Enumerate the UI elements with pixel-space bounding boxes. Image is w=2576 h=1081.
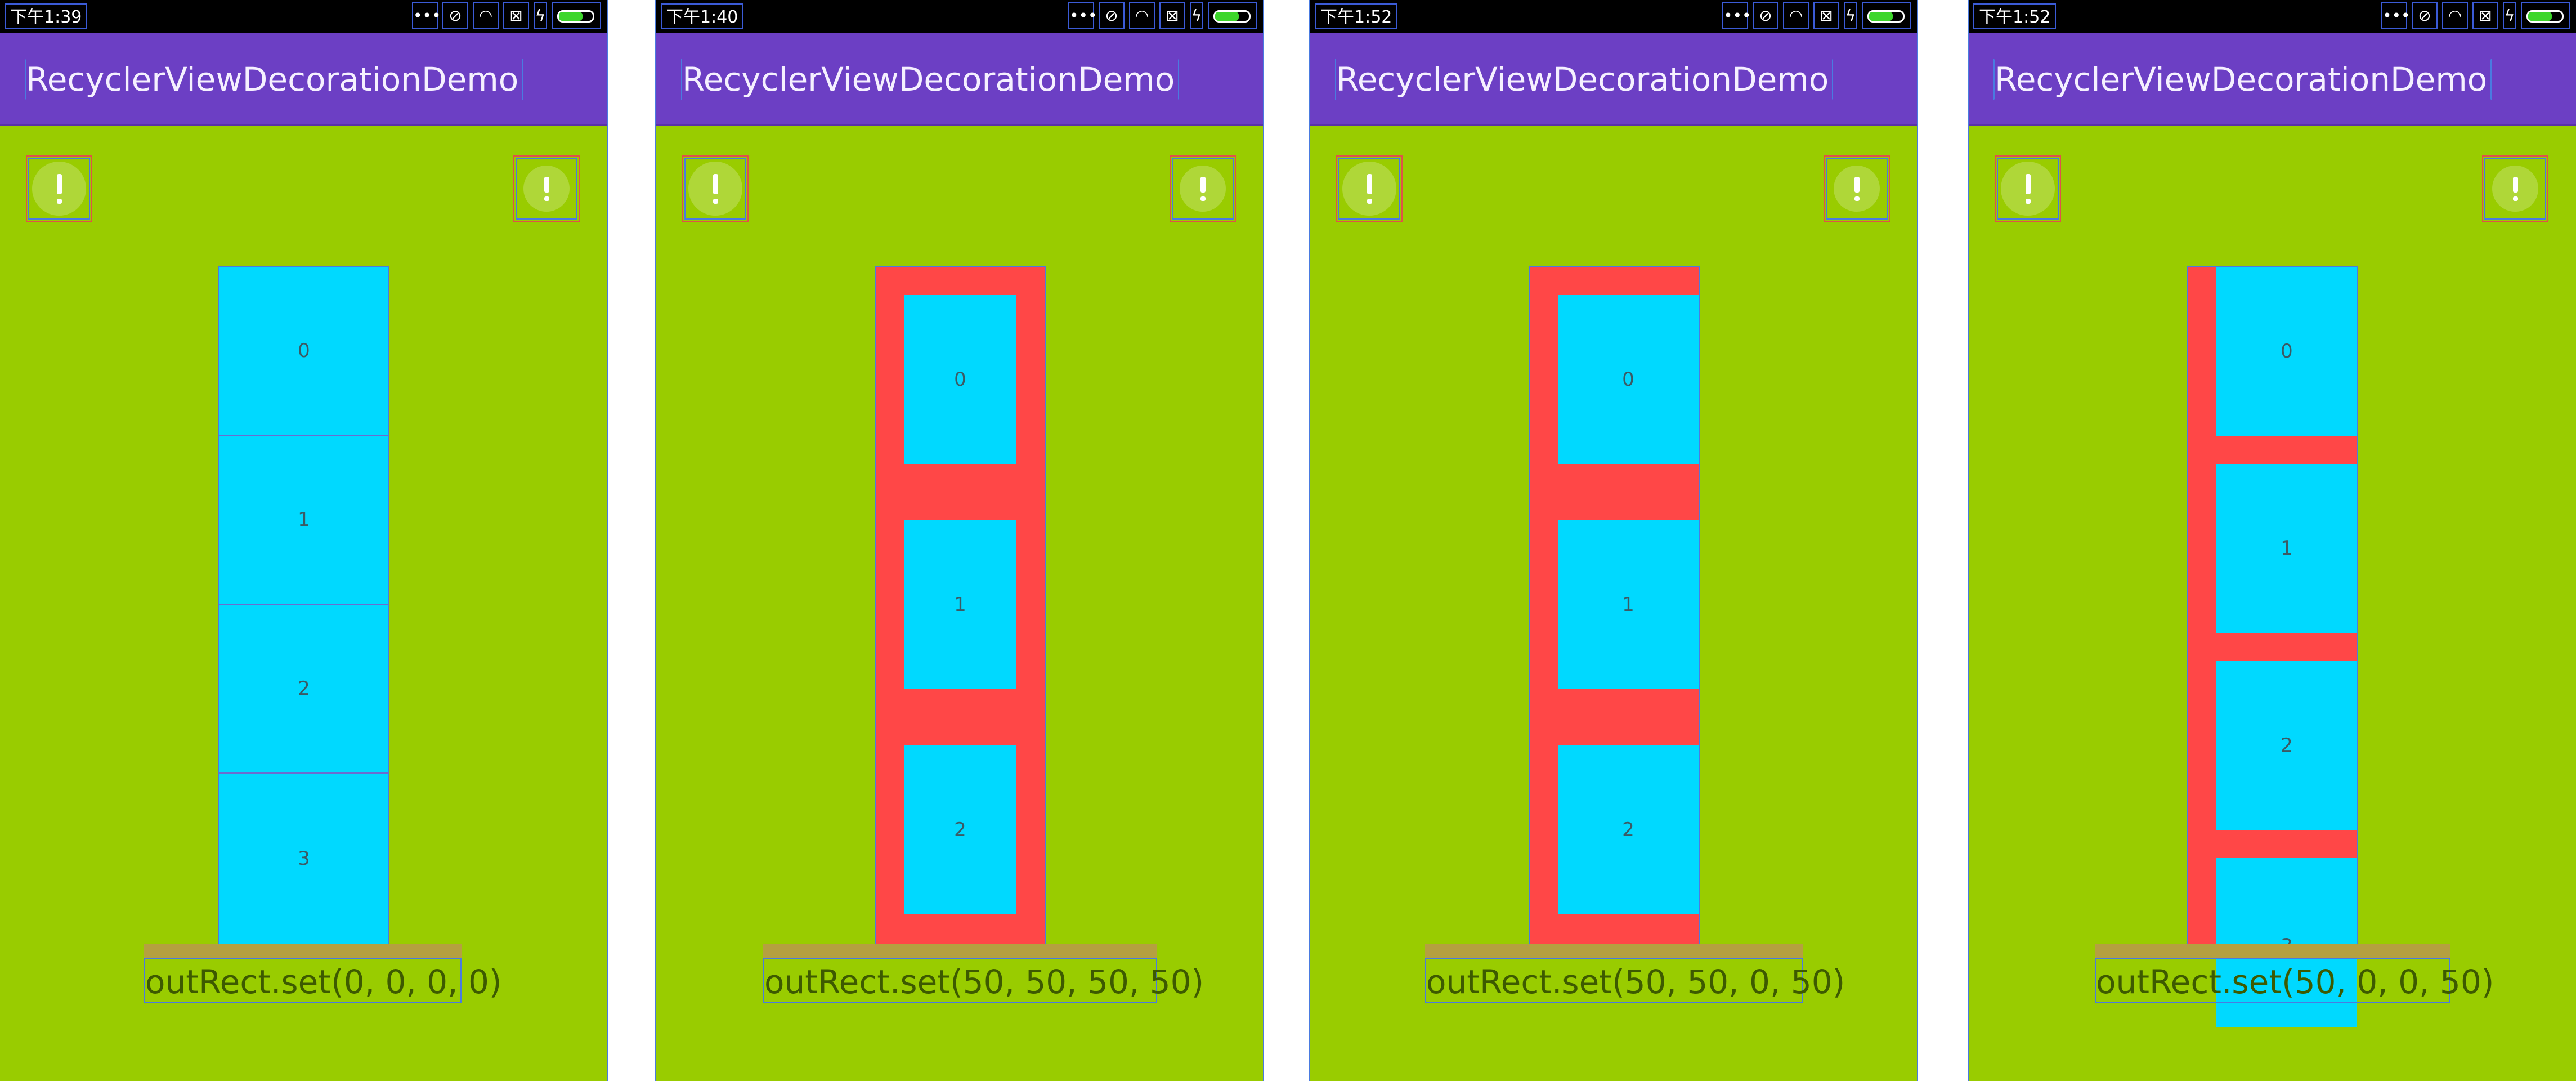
alert-icon	[2001, 162, 2055, 216]
more-dots-icon: •••	[2381, 2, 2411, 29]
app-title: RecyclerViewDecorationDemo	[1335, 59, 1834, 100]
recycler-view[interactable]: 0 1 2 3	[2187, 266, 2358, 1027]
status-bar: 下午1:52 ••• ⊘ ◠ ⊠ ϟ	[1969, 0, 2576, 33]
status-bar: 下午1:40 ••• ⊘ ◠ ⊠ ϟ	[656, 0, 1263, 33]
status-icons: ••• ⊘ ◠ ⊠ ϟ	[1068, 2, 1257, 29]
app-title: RecyclerViewDecorationDemo	[681, 59, 1180, 100]
alert-button-left[interactable]	[1995, 155, 2061, 222]
list-item[interactable]: 0	[904, 295, 1016, 464]
status-time: 下午1:40	[661, 3, 744, 29]
alert-button-right[interactable]	[513, 155, 580, 222]
alert-icon	[2492, 166, 2538, 212]
list-item[interactable]: 0	[219, 267, 388, 436]
battery-icon	[552, 2, 601, 29]
status-bar: 下午1:39 ••• ⊘ ◠ ⊠ ϟ	[0, 0, 607, 33]
recycler-view[interactable]: 0 1 2	[1529, 266, 1700, 945]
outrect-caption: outRect.set(50, 0, 0, 50)	[2095, 958, 2494, 1003]
status-time: 下午1:39	[5, 3, 88, 29]
list-item[interactable]: 0	[1558, 295, 1699, 464]
alert-icon	[523, 166, 570, 212]
alert-icon	[1180, 166, 1226, 212]
more-dots-icon: •••	[412, 2, 441, 29]
wifi-icon: ◠	[1783, 2, 1809, 29]
recycler-view[interactable]: 0 1 2	[875, 266, 1046, 945]
alert-button-left[interactable]	[26, 155, 92, 222]
list-item[interactable]: 1	[1558, 520, 1699, 689]
alert-icon	[1834, 166, 1880, 212]
app-title: RecyclerViewDecorationDemo	[1993, 59, 2492, 100]
outrect-caption: outRect.set(0, 0, 0, 0)	[144, 958, 502, 1003]
list-item[interactable]: 1	[2216, 464, 2357, 633]
sim-x-icon: ⊠	[503, 2, 529, 29]
status-icons: ••• ⊘ ◠ ⊠ ϟ	[1722, 2, 1911, 29]
outrect-caption: outRect.set(50, 50, 0, 50)	[1425, 958, 1845, 1003]
wifi-icon: ◠	[2442, 2, 2468, 29]
status-time: 下午1:52	[1315, 3, 1398, 29]
list-item[interactable]: 3	[219, 774, 388, 944]
list-item[interactable]: 3	[2216, 858, 2357, 1027]
outrect-caption: outRect.set(50, 50, 50, 50)	[763, 958, 1204, 1003]
caption-divider	[144, 944, 462, 958]
alert-icon	[32, 162, 86, 216]
status-icons: ••• ⊘ ◠ ⊠ ϟ	[2381, 2, 2570, 29]
battery-icon	[2521, 2, 2570, 29]
sim-x-icon: ⊠	[1813, 2, 1839, 29]
caption-divider	[2095, 944, 2450, 958]
list-item[interactable]: 1	[219, 436, 388, 605]
alert-button-right[interactable]	[1170, 155, 1236, 222]
alert-button-left[interactable]	[682, 155, 749, 222]
charging-icon: ϟ	[534, 2, 547, 29]
alert-icon	[1342, 162, 1396, 216]
list-item[interactable]: 2	[219, 605, 388, 774]
app-toolbar: RecyclerViewDecorationDemo	[0, 33, 607, 126]
charging-icon: ϟ	[1190, 2, 1203, 29]
wifi-icon: ◠	[473, 2, 499, 29]
app-toolbar: RecyclerViewDecorationDemo	[1969, 33, 2576, 126]
sim-x-icon: ⊠	[2472, 2, 2498, 29]
list-item[interactable]: 1	[904, 520, 1016, 689]
more-dots-icon: •••	[1068, 2, 1097, 29]
more-dots-icon: •••	[1722, 2, 1751, 29]
alert-button-right[interactable]	[1824, 155, 1890, 222]
caption-divider	[1425, 944, 1803, 958]
list-item[interactable]: 0	[2216, 267, 2357, 436]
charging-icon: ϟ	[1844, 2, 1857, 29]
list-item[interactable]: 2	[1558, 745, 1699, 914]
alarm-off-icon: ⊘	[1099, 2, 1125, 29]
app-title: RecyclerViewDecorationDemo	[25, 59, 523, 100]
app-toolbar: RecyclerViewDecorationDemo	[656, 33, 1263, 126]
status-time: 下午1:52	[1973, 3, 2057, 29]
caption-divider	[763, 944, 1157, 958]
sim-x-icon: ⊠	[1159, 2, 1185, 29]
phone-screen-4: 下午1:52 ••• ⊘ ◠ ⊠ ϟ RecyclerViewDecoratio…	[1968, 0, 2576, 1081]
list-item[interactable]: 2	[2216, 661, 2357, 830]
charging-icon: ϟ	[2503, 2, 2516, 29]
battery-icon	[1208, 2, 1257, 29]
alarm-off-icon: ⊘	[1753, 2, 1778, 29]
status-icons: ••• ⊘ ◠ ⊠ ϟ	[412, 2, 601, 29]
wifi-icon: ◠	[1129, 2, 1155, 29]
battery-icon	[1862, 2, 1911, 29]
alert-icon	[688, 162, 742, 216]
list-item[interactable]: 2	[904, 745, 1016, 914]
status-bar: 下午1:52 ••• ⊘ ◠ ⊠ ϟ	[1310, 0, 1917, 33]
recycler-view[interactable]: 0 1 2 3	[218, 266, 389, 945]
alert-button-left[interactable]	[1336, 155, 1403, 222]
phone-screen-1: 下午1:39 ••• ⊘ ◠ ⊠ ϟ RecyclerViewDecoratio…	[0, 0, 608, 1081]
alert-button-right[interactable]	[2482, 155, 2548, 222]
alarm-off-icon: ⊘	[442, 2, 468, 29]
app-toolbar: RecyclerViewDecorationDemo	[1310, 33, 1917, 126]
phone-screen-3: 下午1:52 ••• ⊘ ◠ ⊠ ϟ RecyclerViewDecoratio…	[1309, 0, 1918, 1081]
alarm-off-icon: ⊘	[2412, 2, 2438, 29]
phone-screen-2: 下午1:40 ••• ⊘ ◠ ⊠ ϟ RecyclerViewDecoratio…	[655, 0, 1264, 1081]
